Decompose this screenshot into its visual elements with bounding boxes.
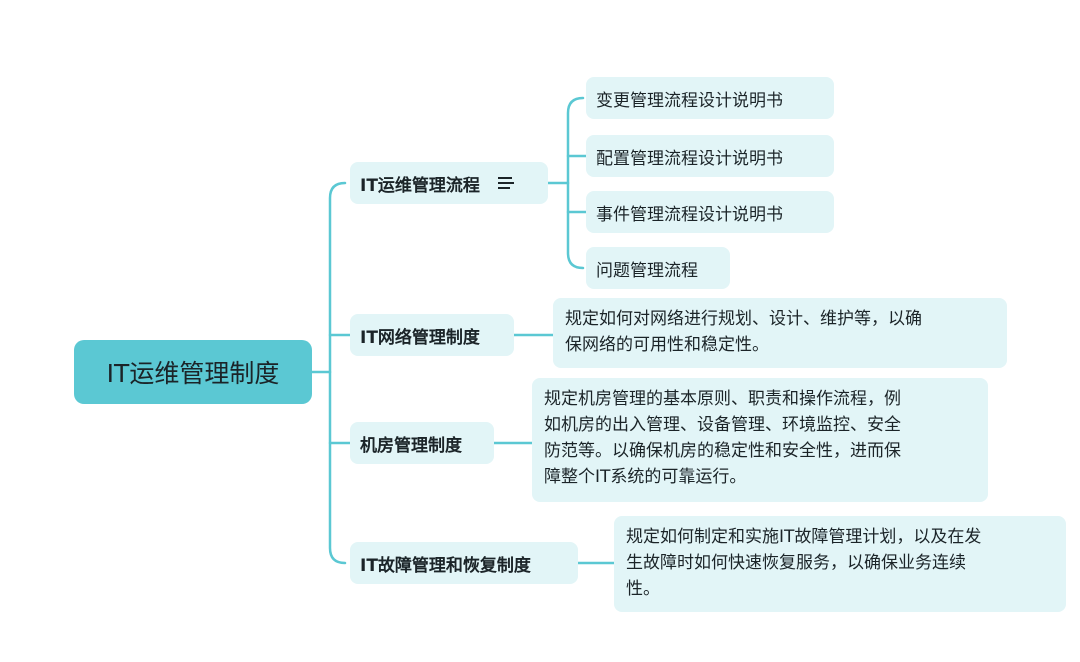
branch-label: IT运维管理流程 (360, 175, 480, 196)
desc-line: 保网络的可用性和稳定性。 (565, 335, 769, 355)
leaf-label: 配置管理流程设计说明书 (596, 148, 783, 169)
root-topic[interactable]: IT运维管理制度 (74, 340, 312, 404)
desc-line: 障整个IT系统的可靠运行。 (544, 467, 747, 487)
leaf-incident-management[interactable]: 事件管理流程设计说明书 (586, 191, 834, 233)
leaf-change-management[interactable]: 变更管理流程设计说明书 (586, 77, 834, 119)
branch-it-ops-process[interactable]: IT运维管理流程 (350, 162, 548, 204)
desc-fault-recovery[interactable]: 规定如何制定和实施IT故障管理计划，以及在发 生故障时如何快速恢复服务，以确保业… (614, 516, 1066, 612)
leaf-label: 变更管理流程设计说明书 (596, 90, 783, 111)
desc-line: 规定如何制定和实施IT故障管理计划，以及在发 (626, 527, 982, 547)
leaf-label: 事件管理流程设计说明书 (596, 204, 783, 225)
desc-machine-room-management[interactable]: 规定机房管理的基本原则、职责和操作流程，例 如机房的出入管理、设备管理、环境监控… (532, 378, 988, 502)
branch-label: IT网络管理制度 (360, 327, 480, 348)
notes-list-icon[interactable] (497, 177, 514, 189)
leaf-label: 问题管理流程 (596, 260, 698, 281)
desc-line: 规定如何对网络进行规划、设计、维护等，以确 (565, 309, 922, 329)
leaf-config-management[interactable]: 配置管理流程设计说明书 (586, 135, 834, 177)
leaf-problem-management[interactable]: 问题管理流程 (586, 247, 730, 289)
desc-network-management[interactable]: 规定如何对网络进行规划、设计、维护等，以确 保网络的可用性和稳定性。 (553, 298, 1007, 368)
connector-children-spine (566, 96, 585, 270)
branch-network-management[interactable]: IT网络管理制度 (350, 314, 514, 356)
branch-machine-room-management[interactable]: 机房管理制度 (350, 422, 494, 464)
root-topic-label: IT运维管理制度 (106, 359, 280, 388)
connector-branch-spine (328, 181, 347, 565)
desc-line: 规定机房管理的基本原则、职责和操作流程，例 (544, 389, 901, 409)
branch-fault-recovery[interactable]: IT故障管理和恢复制度 (350, 542, 578, 584)
branch-label: 机房管理制度 (360, 435, 462, 456)
desc-line: 防范等。以确保机房的稳定性和安全性，进而保 (544, 441, 901, 461)
branch-label: IT故障管理和恢复制度 (360, 555, 531, 576)
desc-line: 生故障时如何快速恢复服务，以确保业务连续 (626, 553, 966, 573)
desc-line: 性。 (626, 579, 660, 599)
desc-line: 如机房的出入管理、设备管理、环境监控、安全 (544, 415, 901, 435)
